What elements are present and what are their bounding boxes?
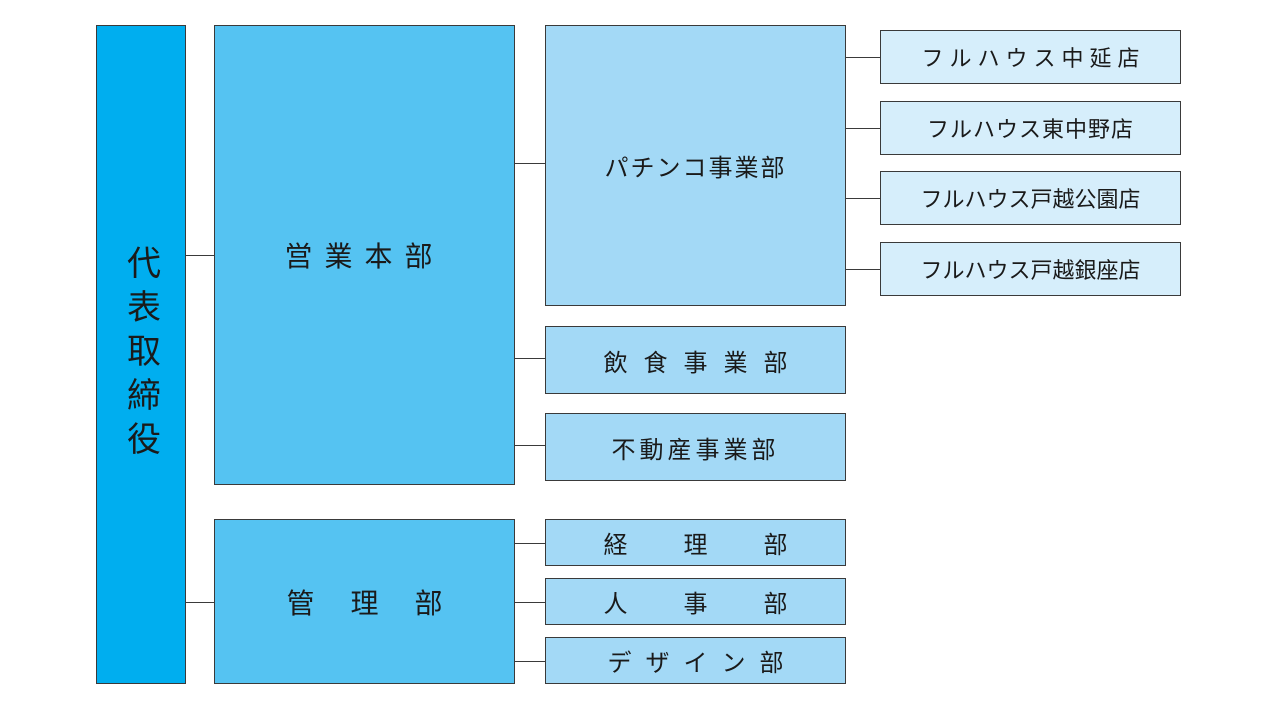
- design-department-box: デザイン部: [545, 637, 846, 684]
- store-label: フルハウス中延店: [921, 47, 1146, 72]
- connector-sales-pachinko: [515, 163, 545, 164]
- hr-department-box: 人事部: [545, 578, 846, 625]
- connector-pachinko-store-3: [846, 269, 880, 270]
- store-label: フルハウス東中野店: [926, 118, 1134, 143]
- sales-division-label: 営業本部: [284, 240, 445, 273]
- pachinko-department-box: パチンコ事業部: [545, 25, 846, 306]
- store-box-togoshiginza: フルハウス戸越銀座店: [880, 242, 1181, 296]
- connector-pachinko-store-1: [846, 128, 880, 129]
- connector-sales-realestate: [515, 445, 545, 446]
- connector-admin-design: [515, 661, 545, 662]
- store-box-nakanobu: フルハウス中延店: [880, 30, 1181, 84]
- connector-pachinko-store-2: [846, 198, 880, 199]
- ceo-label: 代表取締役: [120, 244, 161, 465]
- store-label: フルハウス戸越銀座店: [920, 259, 1141, 284]
- connector-ceo-admin: [186, 602, 214, 603]
- design-department-label: デザイン部: [607, 649, 798, 677]
- connector-admin-accounting: [515, 543, 545, 544]
- connector-pachinko-store-0: [846, 57, 880, 58]
- sales-division-box: 営業本部: [214, 25, 515, 485]
- admin-division-box: 管理部: [214, 519, 515, 684]
- store-box-higashinakano: フルハウス東中野店: [880, 101, 1181, 155]
- ceo-box: 代表取締役: [96, 25, 186, 684]
- hr-department-label: 人事部: [603, 590, 844, 618]
- food-department-label: 飲食事業部: [603, 348, 804, 377]
- pachinko-department-label: パチンコ事業部: [604, 154, 787, 182]
- realestate-department-label: 不動産事業部: [611, 435, 780, 464]
- accounting-department-label: 経理部: [603, 531, 844, 559]
- accounting-department-box: 経理部: [545, 519, 846, 566]
- realestate-department-box: 不動産事業部: [545, 413, 846, 481]
- food-department-box: 飲食事業部: [545, 326, 846, 394]
- connector-ceo-sales: [186, 255, 214, 256]
- admin-division-label: 管理部: [286, 586, 479, 620]
- store-label: フルハウス戸越公園店: [920, 188, 1141, 213]
- connector-admin-hr: [515, 602, 545, 603]
- store-box-togoshikoen: フルハウス戸越公園店: [880, 171, 1181, 225]
- connector-sales-food: [515, 358, 545, 359]
